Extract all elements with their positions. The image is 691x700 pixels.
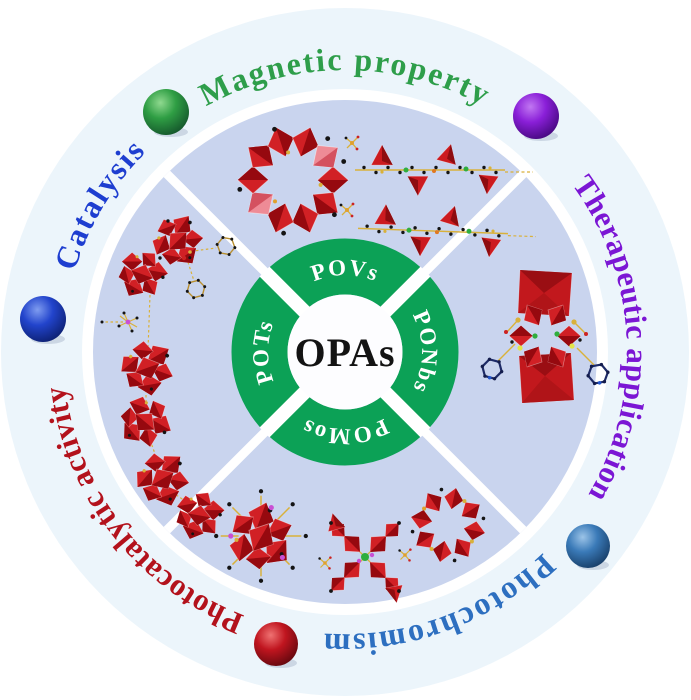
center-circle xyxy=(287,294,403,410)
sphere-blue xyxy=(20,296,66,344)
sphere-red xyxy=(254,622,298,668)
center-label-opas: OPAs xyxy=(294,330,395,375)
sphere-green xyxy=(143,89,189,137)
molecule-therapeutic-cluster-illustration xyxy=(476,269,613,404)
green-ring xyxy=(231,238,459,466)
molecule-spider-cluster-illustration xyxy=(214,489,308,583)
molecule-catalysis-chain-illustration xyxy=(99,204,239,548)
sphere-steel-blue xyxy=(566,524,610,570)
sphere-purple xyxy=(513,93,559,141)
